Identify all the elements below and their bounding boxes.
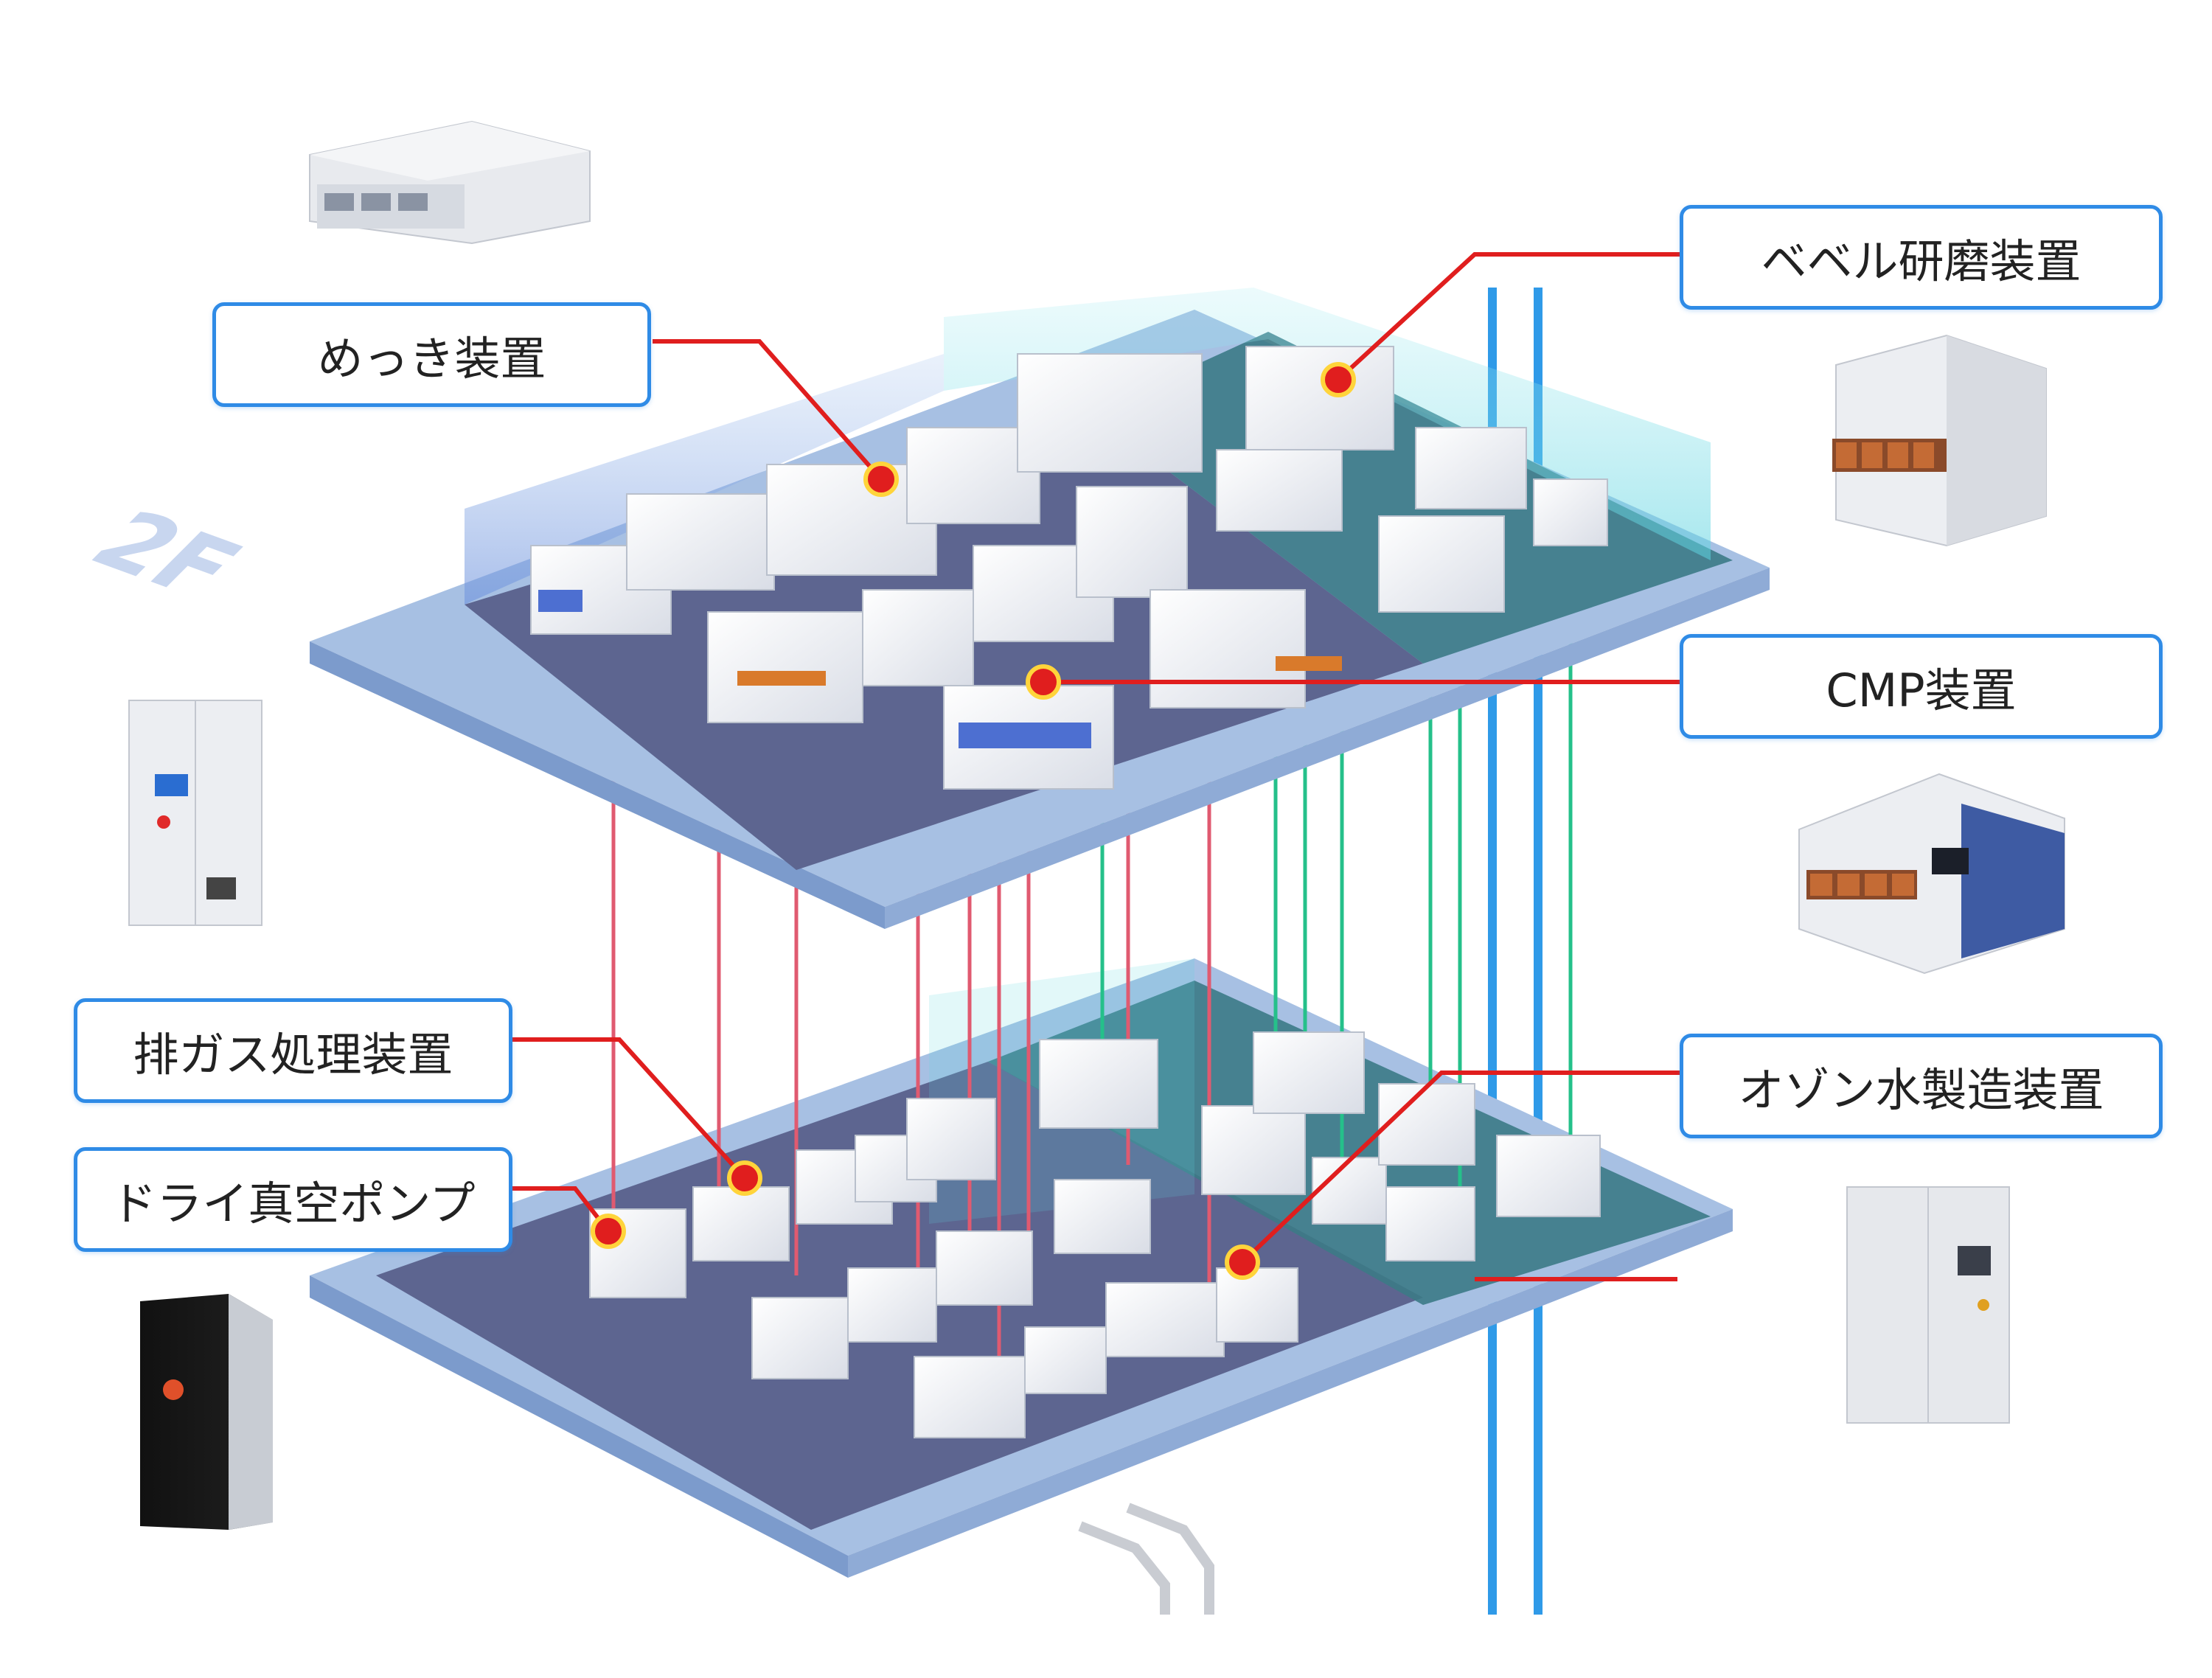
leader-lines — [512, 252, 1681, 1281]
plating-equipment-photo — [309, 120, 591, 245]
label-bevel-polishing: ベベル研磨装置 — [1680, 205, 2163, 310]
equipment-1f — [589, 1031, 1601, 1438]
marker-bevel — [1321, 362, 1356, 397]
equipment-2f — [530, 346, 1608, 790]
ozone-equipment-photo — [1846, 1186, 2010, 1424]
label-dry-vacuum-pump: ドライ真空ポンプ — [74, 1147, 512, 1252]
cmp-equipment-photo — [1798, 773, 2065, 975]
marker-cmp — [1026, 664, 1061, 700]
exhaust-equipment-photo — [128, 700, 262, 926]
label-ozone-water-generator: オゾン水製造装置 — [1680, 1034, 2163, 1138]
bottom-pipes — [1078, 1503, 1214, 1615]
bevel-equipment-photo — [1832, 334, 2047, 547]
label-exhaust-gas-abatement: 排ガス処理装置 — [74, 998, 512, 1103]
label-cmp: CMP装置 — [1680, 634, 2163, 739]
markers — [591, 362, 1356, 1280]
label-plating: めっき装置 — [212, 302, 651, 407]
marker-plating — [863, 462, 899, 497]
floor-2f-label: 2F — [69, 494, 263, 616]
marker-pump — [591, 1214, 626, 1249]
marker-ozone — [1225, 1244, 1260, 1280]
pump-equipment-photo — [140, 1294, 273, 1530]
marker-exhaust — [727, 1160, 762, 1196]
